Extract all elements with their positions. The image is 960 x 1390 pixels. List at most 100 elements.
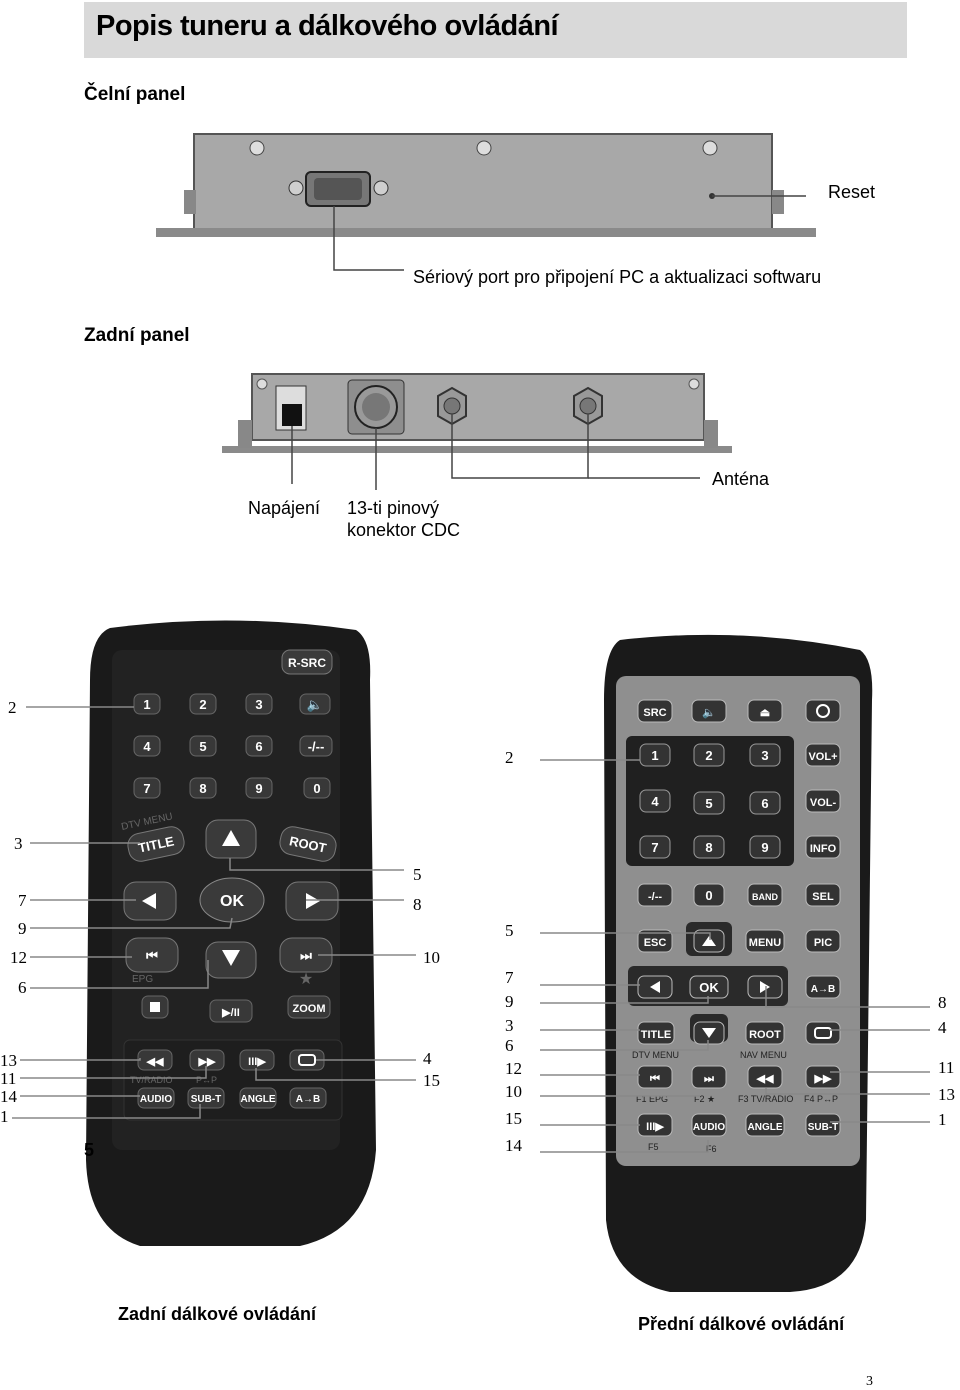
callout-number: 1 (938, 1110, 947, 1129)
callout-number: 1 (0, 1107, 9, 1126)
svg-text:-/--: -/-- (648, 891, 662, 903)
svg-text:0: 0 (705, 888, 712, 903)
svg-text:0: 0 (313, 781, 320, 796)
svg-text:III▶: III▶ (646, 1121, 664, 1133)
svg-text:3: 3 (761, 748, 768, 763)
front-panel-heading: Čelní panel (84, 84, 186, 105)
svg-text:SUB-T: SUB-T (191, 1094, 222, 1105)
svg-text:4: 4 (651, 794, 659, 809)
callout-number: 8 (938, 993, 947, 1012)
svg-text:⏭: ⏭ (704, 1073, 714, 1085)
svg-text:NAV MENU: NAV MENU (740, 1050, 787, 1060)
callout-number: 3 (14, 834, 23, 853)
callout-number: 8 (413, 895, 422, 914)
svg-text:BAND: BAND (752, 892, 778, 902)
callout-number: 14 (0, 1087, 17, 1106)
svg-text:F1 EPG: F1 EPG (636, 1094, 668, 1104)
callout-number: 4 (938, 1018, 947, 1037)
svg-text:-/--: -/-- (308, 739, 325, 754)
callout-number: 15 (505, 1109, 522, 1128)
svg-text:🔈: 🔈 (702, 707, 716, 719)
svg-text:2: 2 (705, 748, 712, 763)
callout-number: 9 (505, 992, 514, 1011)
svg-text:F6: F6 (706, 1144, 717, 1154)
svg-text:VOL+: VOL+ (808, 751, 837, 763)
callout-number: 4 (423, 1049, 432, 1068)
svg-text:INFO: INFO (810, 843, 837, 855)
cdc-label-line2: konektor CDC (347, 520, 461, 540)
callout-number: 6 (505, 1036, 514, 1055)
svg-text:A→B: A→B (296, 1094, 320, 1105)
callout-number: 2 (505, 748, 514, 767)
svg-text:⏮: ⏮ (146, 948, 158, 963)
svg-text:OK: OK (220, 893, 244, 910)
svg-text:◀◀: ◀◀ (756, 1073, 774, 1085)
svg-text:SEL: SEL (812, 891, 834, 903)
callout-number: 13 (0, 1051, 17, 1070)
rsrc-button-label: R-SRC (288, 656, 326, 670)
rear-remote-bottom-mark: 5 (84, 1140, 95, 1160)
svg-text:7: 7 (651, 840, 658, 855)
power-label: Napájení (248, 498, 321, 518)
svg-text:5: 5 (199, 739, 206, 754)
callout-number: 11 (0, 1069, 17, 1088)
callout-number: 13 (938, 1085, 955, 1104)
svg-text:III▶: III▶ (248, 1056, 266, 1068)
svg-text:9: 9 (761, 840, 768, 855)
antenna-label: Anténa (712, 469, 770, 489)
svg-text:EPG: EPG (132, 974, 153, 985)
callout-number: 12 (505, 1059, 522, 1078)
svg-text:AUDIO: AUDIO (693, 1122, 725, 1133)
front-panel-device (156, 133, 816, 237)
svg-text:AUDIO: AUDIO (140, 1094, 172, 1105)
svg-text:★: ★ (299, 971, 313, 988)
svg-text:ZOOM: ZOOM (293, 1003, 326, 1015)
title-bar: Popis tuneru a dálkového ovládání (84, 2, 907, 58)
svg-text:5: 5 (705, 796, 712, 811)
serial-port-label: Sériový port pro připojení PC a aktualiz… (413, 267, 822, 287)
svg-text:▶/II: ▶/II (221, 1007, 240, 1019)
callout-number: 12 (10, 948, 27, 967)
svg-text:F3 TV/RADIO: F3 TV/RADIO (738, 1094, 793, 1104)
svg-text:7: 7 (143, 781, 150, 796)
svg-text:9: 9 (255, 781, 262, 796)
callout-number: 10 (505, 1082, 522, 1101)
svg-text:⏭: ⏭ (300, 948, 312, 963)
svg-text:ANGLE: ANGLE (241, 1094, 276, 1105)
cdc-label-line1: 13-ti pinový (347, 498, 440, 518)
svg-text:ROOT: ROOT (749, 1029, 781, 1041)
svg-text:⏏: ⏏ (760, 707, 771, 719)
callout-number: 9 (18, 919, 27, 938)
svg-text:▶▶: ▶▶ (814, 1073, 832, 1085)
svg-text:PIC: PIC (814, 937, 832, 949)
svg-text:P↔P: P↔P (196, 1075, 217, 1085)
rear-panel-device (222, 373, 732, 453)
front-remote: SRC 🔈 ⏏ 1 2 3 VOL+ 4 5 6 VOL- 7 8 9 INFO… (604, 634, 873, 1292)
svg-text:6: 6 (255, 739, 262, 754)
svg-text:SUB-T: SUB-T (808, 1122, 839, 1133)
callout-number: 11 (938, 1058, 955, 1077)
callout-number: 7 (505, 968, 514, 987)
callout-number: 10 (423, 948, 440, 967)
callout-number: 5 (413, 865, 422, 884)
callout-number: 14 (505, 1136, 522, 1155)
svg-text:A→B: A→B (811, 984, 835, 995)
svg-text:1: 1 (651, 748, 658, 763)
svg-text:8: 8 (199, 781, 206, 796)
svg-text:▶▶: ▶▶ (198, 1056, 216, 1068)
svg-text:ANGLE: ANGLE (748, 1122, 783, 1133)
page-number: 3 (866, 1374, 873, 1389)
svg-text:3: 3 (255, 697, 262, 712)
callout-number: 5 (505, 921, 514, 940)
reset-label: Reset (828, 182, 876, 202)
svg-text:F2 ★: F2 ★ (694, 1094, 715, 1104)
svg-text:🔈: 🔈 (307, 697, 323, 713)
svg-text:MENU: MENU (749, 937, 781, 949)
svg-text:1: 1 (143, 697, 150, 712)
svg-text:VOL-: VOL- (810, 797, 837, 809)
svg-text:OK: OK (699, 980, 719, 995)
svg-text:⏮: ⏮ (650, 1073, 660, 1085)
svg-text:4: 4 (143, 739, 151, 754)
callout-number: 3 (505, 1016, 514, 1035)
